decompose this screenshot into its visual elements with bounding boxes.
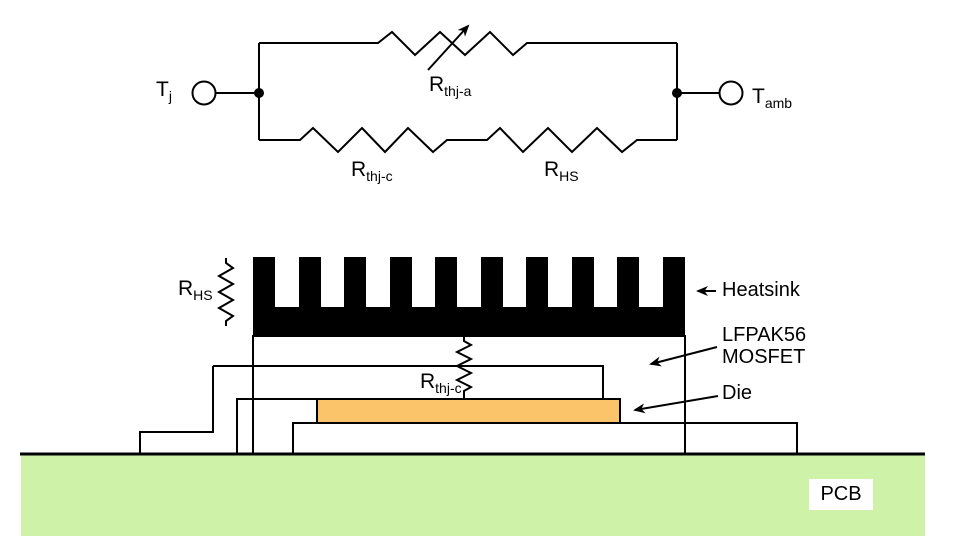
rhs-cross-section-label: RHS (178, 277, 213, 304)
rthjc-main: R (351, 158, 367, 181)
rhs-cs-sub: HS (193, 287, 213, 304)
tj-node-label: Tj (156, 78, 172, 105)
rthjc-cs-main: R (420, 370, 436, 393)
heatsink-fin (617, 257, 639, 308)
thermal-circuit (191, 24, 744, 154)
rhs-main: R (544, 158, 560, 181)
rhs-resistor-label: RHS (544, 158, 579, 185)
heatsink-fin (663, 257, 685, 308)
heatsink (253, 257, 685, 336)
pcb-label-box: PCB (809, 479, 873, 510)
top-branch-rthja-zigzag (259, 30, 677, 57)
rthjc-resistor-label: Rthj-c (351, 158, 393, 185)
left-junction-dot (254, 88, 264, 98)
heatsink-fin (526, 257, 548, 308)
heatsink-fin (299, 257, 321, 308)
variable-resistor-arrow (427, 24, 470, 71)
rhs-sub: HS (559, 168, 579, 185)
heatsink-fin (435, 257, 457, 308)
rhs-resistance-squiggle (216, 258, 236, 326)
heatsink-fin (572, 257, 594, 308)
die-rect (316, 398, 621, 424)
package-callout-line2: MOSFET (722, 346, 806, 368)
tamb-main: T (752, 85, 765, 108)
tj-terminal-circle (191, 80, 217, 106)
die-callout-arrow (633, 395, 719, 414)
rthja-main: R (429, 73, 445, 96)
package-callout-line1: LFPAK56 (722, 324, 807, 346)
clip-line (213, 365, 604, 399)
rthja-sub: thj-a (444, 83, 472, 100)
rthjc-sub: thj-c (366, 168, 393, 185)
pcb-rect (21, 454, 925, 536)
heatsink-fin (390, 257, 412, 308)
source-lead-line (236, 398, 317, 453)
rthja-resistor-label: Rthj-a (429, 73, 472, 100)
tj-sub: j (168, 88, 172, 105)
heatsink-base (253, 307, 685, 336)
package-body-outline (252, 335, 686, 455)
tj-main: T (156, 78, 169, 101)
heatsink-fin (344, 257, 366, 308)
gate-lead-line (139, 366, 214, 453)
rthjc-resistance-squiggle (454, 336, 474, 400)
die-callout-label: Die (722, 382, 753, 404)
tamb-terminal-circle (718, 80, 744, 106)
rthjc-cs-sub: thj-c (435, 380, 462, 397)
heatsink-callout-label: Heatsink (722, 279, 800, 301)
bottom-branch-rthjc-rhs-zigzags (259, 126, 677, 154)
pcb-label: PCB (820, 483, 862, 505)
mosfet-callout-arrow (649, 346, 718, 367)
rhs-cs-main: R (178, 277, 194, 300)
package-callout-label: LFPAK56 MOSFET (722, 324, 806, 368)
cross-section (20, 257, 925, 536)
heatsink-fin (253, 257, 275, 308)
tamb-node-label: Tamb (752, 85, 793, 112)
heatsink-fin (481, 257, 503, 308)
tamb-sub: amb (764, 95, 793, 112)
right-junction-dot (672, 88, 682, 98)
rthjc-cross-section-label: Rthj-c (420, 370, 462, 397)
